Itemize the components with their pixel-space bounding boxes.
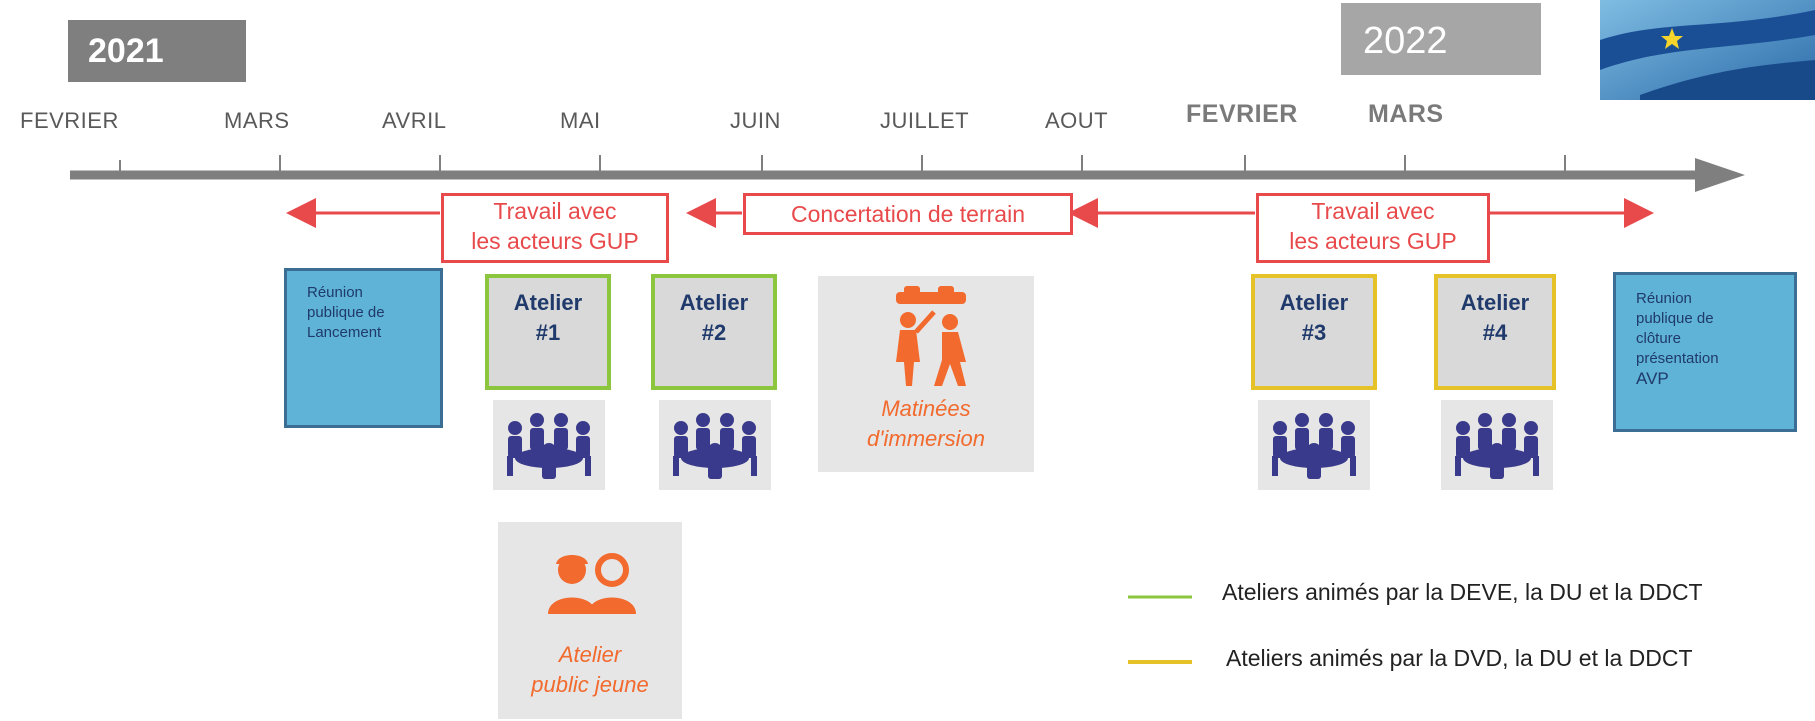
two-people-icon [542, 548, 642, 623]
group-meeting-icon [493, 400, 605, 490]
workshop-1: Atelier#1 [485, 274, 611, 390]
month-label: AOUT [1045, 108, 1109, 133]
group-meeting-icon [1441, 400, 1553, 490]
group-meeting-icon [1258, 400, 1370, 490]
year-2022-label: 2022 [1341, 3, 1541, 75]
month-label: FEVRIER [20, 108, 119, 133]
group-meeting-icon [659, 400, 771, 490]
workshop-3: Atelier#3 [1251, 274, 1377, 390]
year-2021-label: 2021 [68, 20, 246, 82]
month-label: MARS [1368, 100, 1444, 128]
month-label: FEVRIER [1186, 100, 1298, 128]
legend-yellow-label: Ateliers animés par la DVD, la DU et la … [1226, 645, 1693, 671]
legend-green-label: Ateliers animés par la DEVE, la DU et la… [1222, 579, 1703, 605]
workshop-4: Atelier#4 [1434, 274, 1556, 390]
month-label: JUIN [730, 108, 781, 133]
workshop-2: Atelier#2 [651, 274, 777, 390]
eu-flag-image [1600, 0, 1815, 100]
month-label: JUILLET [880, 108, 970, 133]
month-label: AVRIL [382, 108, 447, 133]
month-label: MARS [224, 108, 290, 133]
phase-fieldwork: Concertation de terrain [743, 193, 1073, 235]
month-label: MAI [560, 108, 601, 133]
people-walking-icon [876, 282, 986, 397]
